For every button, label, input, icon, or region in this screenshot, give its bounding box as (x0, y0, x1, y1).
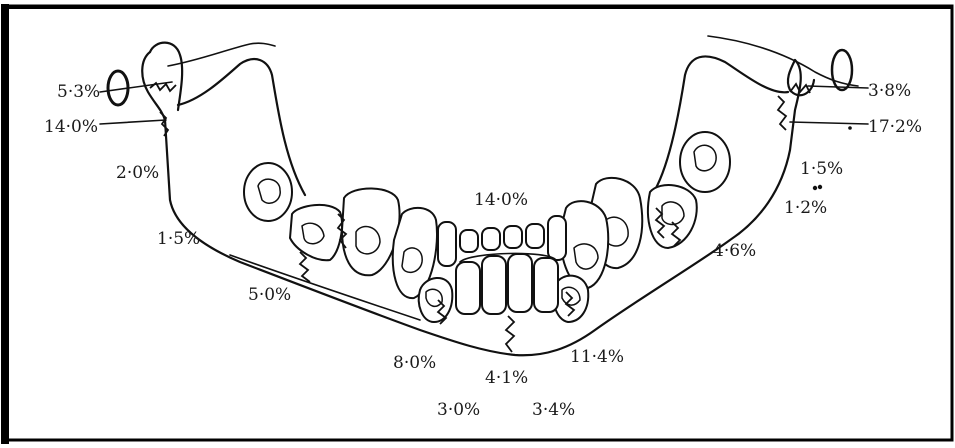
label-right-angle: 1·2% (784, 198, 827, 218)
label-left-parasymphysis: 8·0% (393, 353, 436, 373)
left-molar-crypt (244, 163, 292, 221)
marker-dot (813, 186, 817, 190)
label-right-coronoid: 3·8% (868, 81, 911, 101)
image-frame (4, 6, 952, 440)
lower-incisor (534, 258, 558, 312)
lower-incisor (456, 262, 480, 314)
incisor (460, 230, 478, 252)
incisor (504, 226, 522, 248)
marker-dot (818, 185, 822, 189)
label-right-alveolar: 3·4% (532, 400, 575, 420)
label-right-body: 4·6% (713, 241, 756, 261)
label-left-angle: 1·5% (157, 229, 200, 249)
lower-incisor (508, 254, 532, 312)
incisor (526, 224, 544, 248)
label-left-body: 5·0% (248, 285, 291, 305)
label-right-condyle: 17·2% (868, 117, 922, 137)
incisor (438, 222, 456, 266)
incisor (482, 228, 500, 250)
incisor (548, 216, 566, 260)
lower-incisor (482, 256, 506, 314)
label-right-ramus: 1·5% (800, 159, 843, 179)
label-left-coronoid: 5·3% (57, 82, 100, 102)
marker-dot (848, 126, 852, 130)
right-molar-crypt (680, 132, 730, 192)
label-left-ramus: 2·0% (116, 163, 159, 183)
label-dentoalveolar: 14·0% (474, 190, 528, 210)
label-symphysis: 4·1% (485, 368, 528, 388)
label-left-alveolar: 3·0% (437, 400, 480, 420)
label-right-parasymphysis: 11·4% (570, 347, 624, 367)
label-left-condyle: 14·0% (44, 117, 98, 137)
